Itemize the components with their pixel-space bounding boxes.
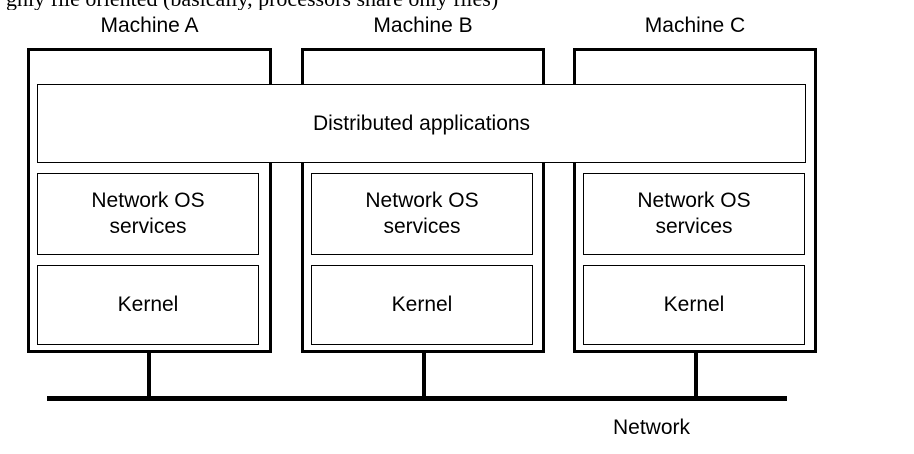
machine-a-network-os-services: Network OS services — [37, 173, 259, 255]
network-label: Network — [613, 416, 691, 439]
machine-c-kernel: Kernel — [583, 265, 805, 345]
caption-label: ghly file oriented (basically, processor… — [6, 0, 498, 10]
machine-b-network-os-services: Network OS services — [311, 173, 533, 255]
machine-b-kernel: Kernel — [311, 265, 533, 345]
machine-b-kernel-label: Kernel — [391, 293, 453, 316]
machine-c-label: Machine C — [644, 14, 746, 37]
machine-c-kernel-label: Kernel — [663, 293, 725, 316]
machine-b-network-connector — [422, 353, 426, 398]
machine-a-kernel: Kernel — [37, 265, 259, 345]
machine-c-services-label: Network OS services — [637, 189, 751, 238]
machine-a-label: Machine A — [100, 14, 199, 37]
machine-a-network-connector — [147, 353, 151, 398]
distributed-applications-label: Distributed applications — [312, 111, 531, 135]
machine-b-services-label: Network OS services — [365, 189, 479, 238]
machine-c-network-os-services: Network OS services — [583, 173, 805, 255]
distributed-applications-layer: Distributed applications — [37, 84, 806, 163]
machine-a-services-label: Network OS services — [91, 189, 205, 238]
caption-text: ghly file oriented (basically, processor… — [0, 0, 914, 10]
machine-a-kernel-label: Kernel — [117, 293, 179, 316]
machine-c-network-connector — [694, 353, 698, 398]
network-bus — [47, 396, 787, 401]
machine-b-label: Machine B — [373, 14, 473, 37]
